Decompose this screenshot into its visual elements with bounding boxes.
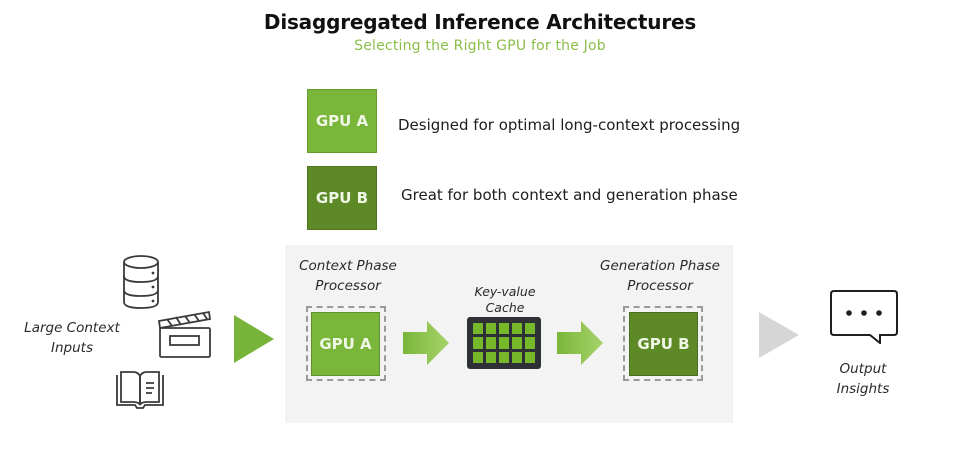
kv-cache-cell bbox=[486, 323, 496, 335]
output-label-line1: Output bbox=[839, 361, 887, 377]
legend-gpu-a-swatch: GPU A bbox=[307, 89, 377, 153]
generation-phase-label-line1: Generation Phase bbox=[600, 258, 720, 274]
diagram-subtitle: Selecting the Right GPU for the Job bbox=[354, 38, 606, 54]
kv-cache-label: Key-value Cache bbox=[455, 284, 555, 316]
chat-bubble-icon bbox=[830, 290, 898, 344]
clapperboard-icon bbox=[157, 310, 212, 358]
kv-cache-label-line1: Key-value bbox=[474, 284, 536, 299]
kv-cache-cell bbox=[473, 351, 483, 363]
open-book-icon bbox=[116, 371, 164, 409]
legend-gpu-b-swatch: GPU B bbox=[307, 166, 377, 230]
kv-cache-cell bbox=[525, 323, 535, 335]
kv-cache-cell bbox=[473, 323, 483, 335]
kv-cache-cell bbox=[486, 351, 496, 363]
generation-phase-label: Generation Phase Processor bbox=[590, 256, 730, 296]
input-flow-arrow-icon bbox=[234, 315, 274, 363]
kv-cache-cell bbox=[473, 337, 483, 349]
generation-phase-label-line2: Processor bbox=[627, 278, 693, 294]
diagram-title: Disaggregated Inference Architectures bbox=[263, 10, 697, 34]
inputs-label-line1: Large Context bbox=[24, 320, 120, 336]
context-processor-outline bbox=[306, 306, 386, 381]
kv-cache-cell bbox=[499, 337, 509, 349]
kv-cache-grid-icon bbox=[467, 317, 541, 369]
kv-cache-cell bbox=[525, 337, 535, 349]
kv-cache-cell bbox=[486, 337, 496, 349]
context-phase-label: Context Phase Processor bbox=[286, 256, 410, 296]
kv-cache-cell bbox=[499, 323, 509, 335]
inputs-label: Large Context Inputs bbox=[12, 318, 132, 358]
context-phase-label-line1: Context Phase bbox=[299, 258, 397, 274]
database-icon bbox=[123, 255, 159, 309]
context-phase-label-line2: Processor bbox=[315, 278, 381, 294]
generation-processor-outline bbox=[623, 306, 703, 381]
kv-cache-cell bbox=[512, 337, 522, 349]
output-label: Output Insights bbox=[818, 359, 908, 399]
kv-cache-label-line2: Cache bbox=[485, 300, 525, 315]
output-label-line2: Insights bbox=[836, 381, 890, 397]
kv-cache-cell bbox=[499, 351, 509, 363]
kv-cache-cell bbox=[512, 351, 522, 363]
context-to-cache-arrow-icon bbox=[403, 321, 449, 365]
legend-gpu-b-description: Great for both context and generation ph… bbox=[401, 186, 738, 204]
kv-cache-cell bbox=[512, 323, 522, 335]
context-processor-gpu-a: GPU A bbox=[311, 312, 380, 376]
generation-processor-gpu-b: GPU B bbox=[629, 312, 698, 376]
inputs-label-line2: Inputs bbox=[51, 340, 93, 356]
legend-gpu-a-description: Designed for optimal long-context proces… bbox=[398, 116, 741, 134]
cache-to-generation-arrow-icon bbox=[557, 321, 603, 365]
kv-cache-cell bbox=[525, 351, 535, 363]
output-flow-arrow-icon bbox=[759, 312, 799, 358]
